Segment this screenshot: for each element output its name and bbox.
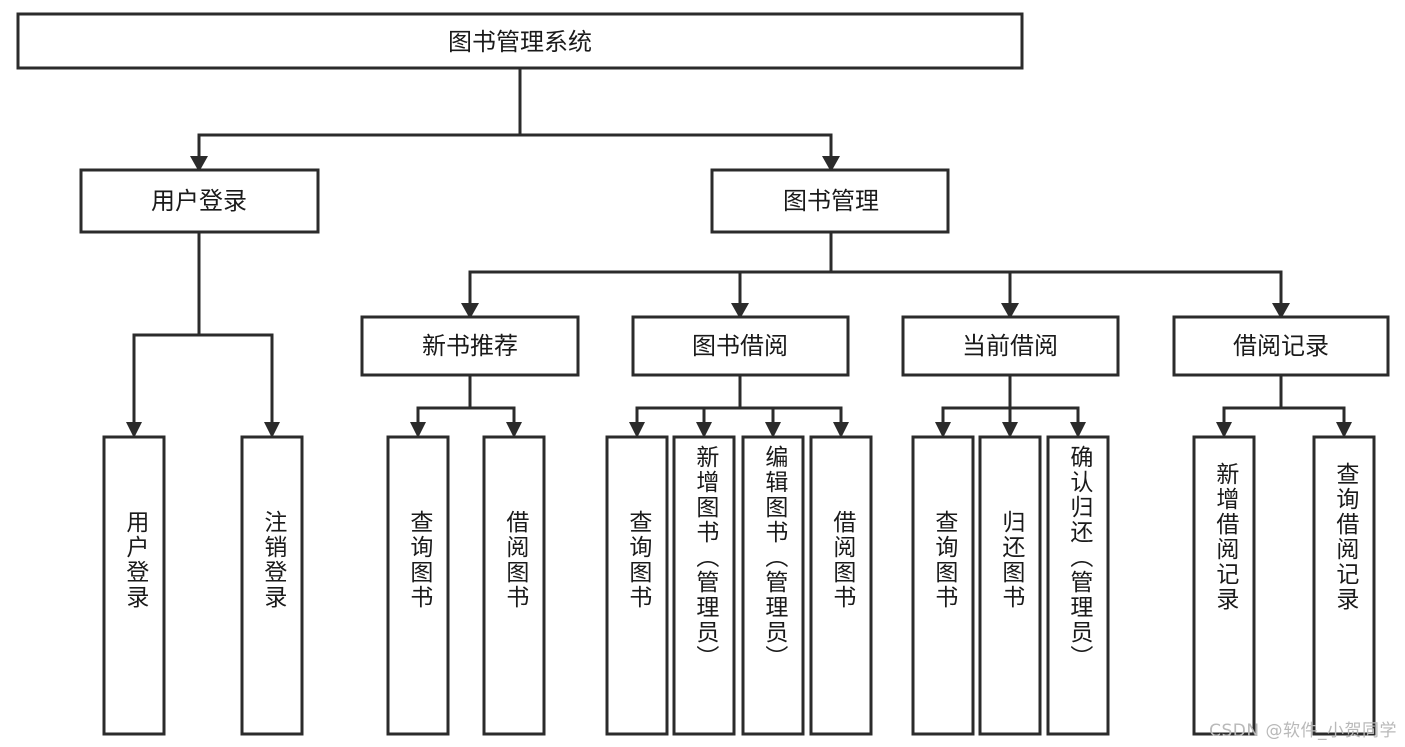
arrow-book-borrow-leaf-2 (696, 422, 712, 438)
arrow-current-borrow-leaf-3 (1070, 422, 1086, 438)
leaf-box-user-login-1[interactable] (102, 435, 166, 736)
arrow-user-login-leaf-1 (126, 422, 142, 438)
node-new-book-recommend-label: 新书推荐 (422, 332, 518, 360)
leaf-box-borrow-record-1[interactable] (1192, 435, 1256, 736)
arrow-to-current-borrow (1001, 303, 1019, 319)
node-user-login-label: 用户登录 (151, 187, 247, 215)
node-root-box[interactable] (16, 12, 1024, 70)
arrow-new-book-leaf-2 (506, 422, 522, 438)
leaf-box-book-borrow-2[interactable] (672, 435, 736, 736)
node-book-borrow[interactable]: 图书借阅 (631, 315, 850, 377)
watermark: CSDN @软件_小贺同学 (1209, 721, 1397, 741)
node-current-borrow[interactable]: 当前借阅 (901, 315, 1120, 377)
arrow-new-book-leaf-1 (410, 422, 426, 438)
arrow-user-login-leaf-2 (264, 422, 280, 438)
arrow-root-to-book-manage (822, 156, 840, 172)
leaf-box-current-borrow-3[interactable] (1046, 435, 1110, 736)
node-current-borrow-label: 当前借阅 (962, 332, 1058, 360)
node-user-login[interactable]: 用户登录 (79, 168, 320, 234)
node-root-label: 图书管理系统 (448, 28, 592, 56)
arrow-current-borrow-leaf-1 (935, 422, 951, 438)
leaf-box-book-borrow-1[interactable] (605, 435, 669, 736)
leaf-box-new-book-2[interactable] (482, 435, 546, 736)
node-book-borrow-box[interactable] (631, 315, 850, 377)
arrow-book-borrow-leaf-3 (765, 422, 781, 438)
arrow-root-to-user-login (190, 156, 208, 172)
node-new-book-recommend-box[interactable] (360, 315, 580, 377)
node-new-book-recommend[interactable]: 新书推荐 (360, 315, 580, 377)
node-current-borrow-box[interactable] (901, 315, 1120, 377)
node-book-manage[interactable]: 图书管理 (710, 168, 950, 234)
leaf-box-book-borrow-3[interactable] (741, 435, 805, 736)
node-borrow-record[interactable]: 借阅记录 (1172, 315, 1390, 377)
node-book-manage-box[interactable] (710, 168, 950, 234)
leaf-box-borrow-record-2[interactable] (1312, 435, 1376, 736)
leaf-box-user-login-2[interactable] (240, 435, 304, 736)
leaf-box-current-borrow-1[interactable] (911, 435, 975, 736)
connector-layer (126, 66, 1352, 438)
arrow-to-new-book-recommend (461, 303, 479, 319)
leaf-box-new-book-1[interactable] (386, 435, 450, 736)
arrow-book-borrow-leaf-1 (629, 422, 645, 438)
arrow-to-borrow-record (1272, 303, 1290, 319)
node-root[interactable]: 图书管理系统 (16, 12, 1024, 70)
arrow-borrow-record-leaf-2 (1336, 422, 1352, 438)
node-borrow-record-label: 借阅记录 (1233, 332, 1329, 360)
node-user-login-box[interactable] (79, 168, 320, 234)
arrow-current-borrow-leaf-2 (1002, 422, 1018, 438)
node-book-manage-label: 图书管理 (783, 187, 879, 215)
leaf-box-book-borrow-4[interactable] (809, 435, 873, 736)
arrow-borrow-record-leaf-1 (1216, 422, 1232, 438)
arrow-to-book-borrow (731, 303, 749, 319)
arrow-book-borrow-leaf-4 (833, 422, 849, 438)
node-borrow-record-box[interactable] (1172, 315, 1390, 377)
leaf-box-current-borrow-2[interactable] (978, 435, 1042, 736)
node-book-borrow-label: 图书借阅 (692, 332, 788, 360)
